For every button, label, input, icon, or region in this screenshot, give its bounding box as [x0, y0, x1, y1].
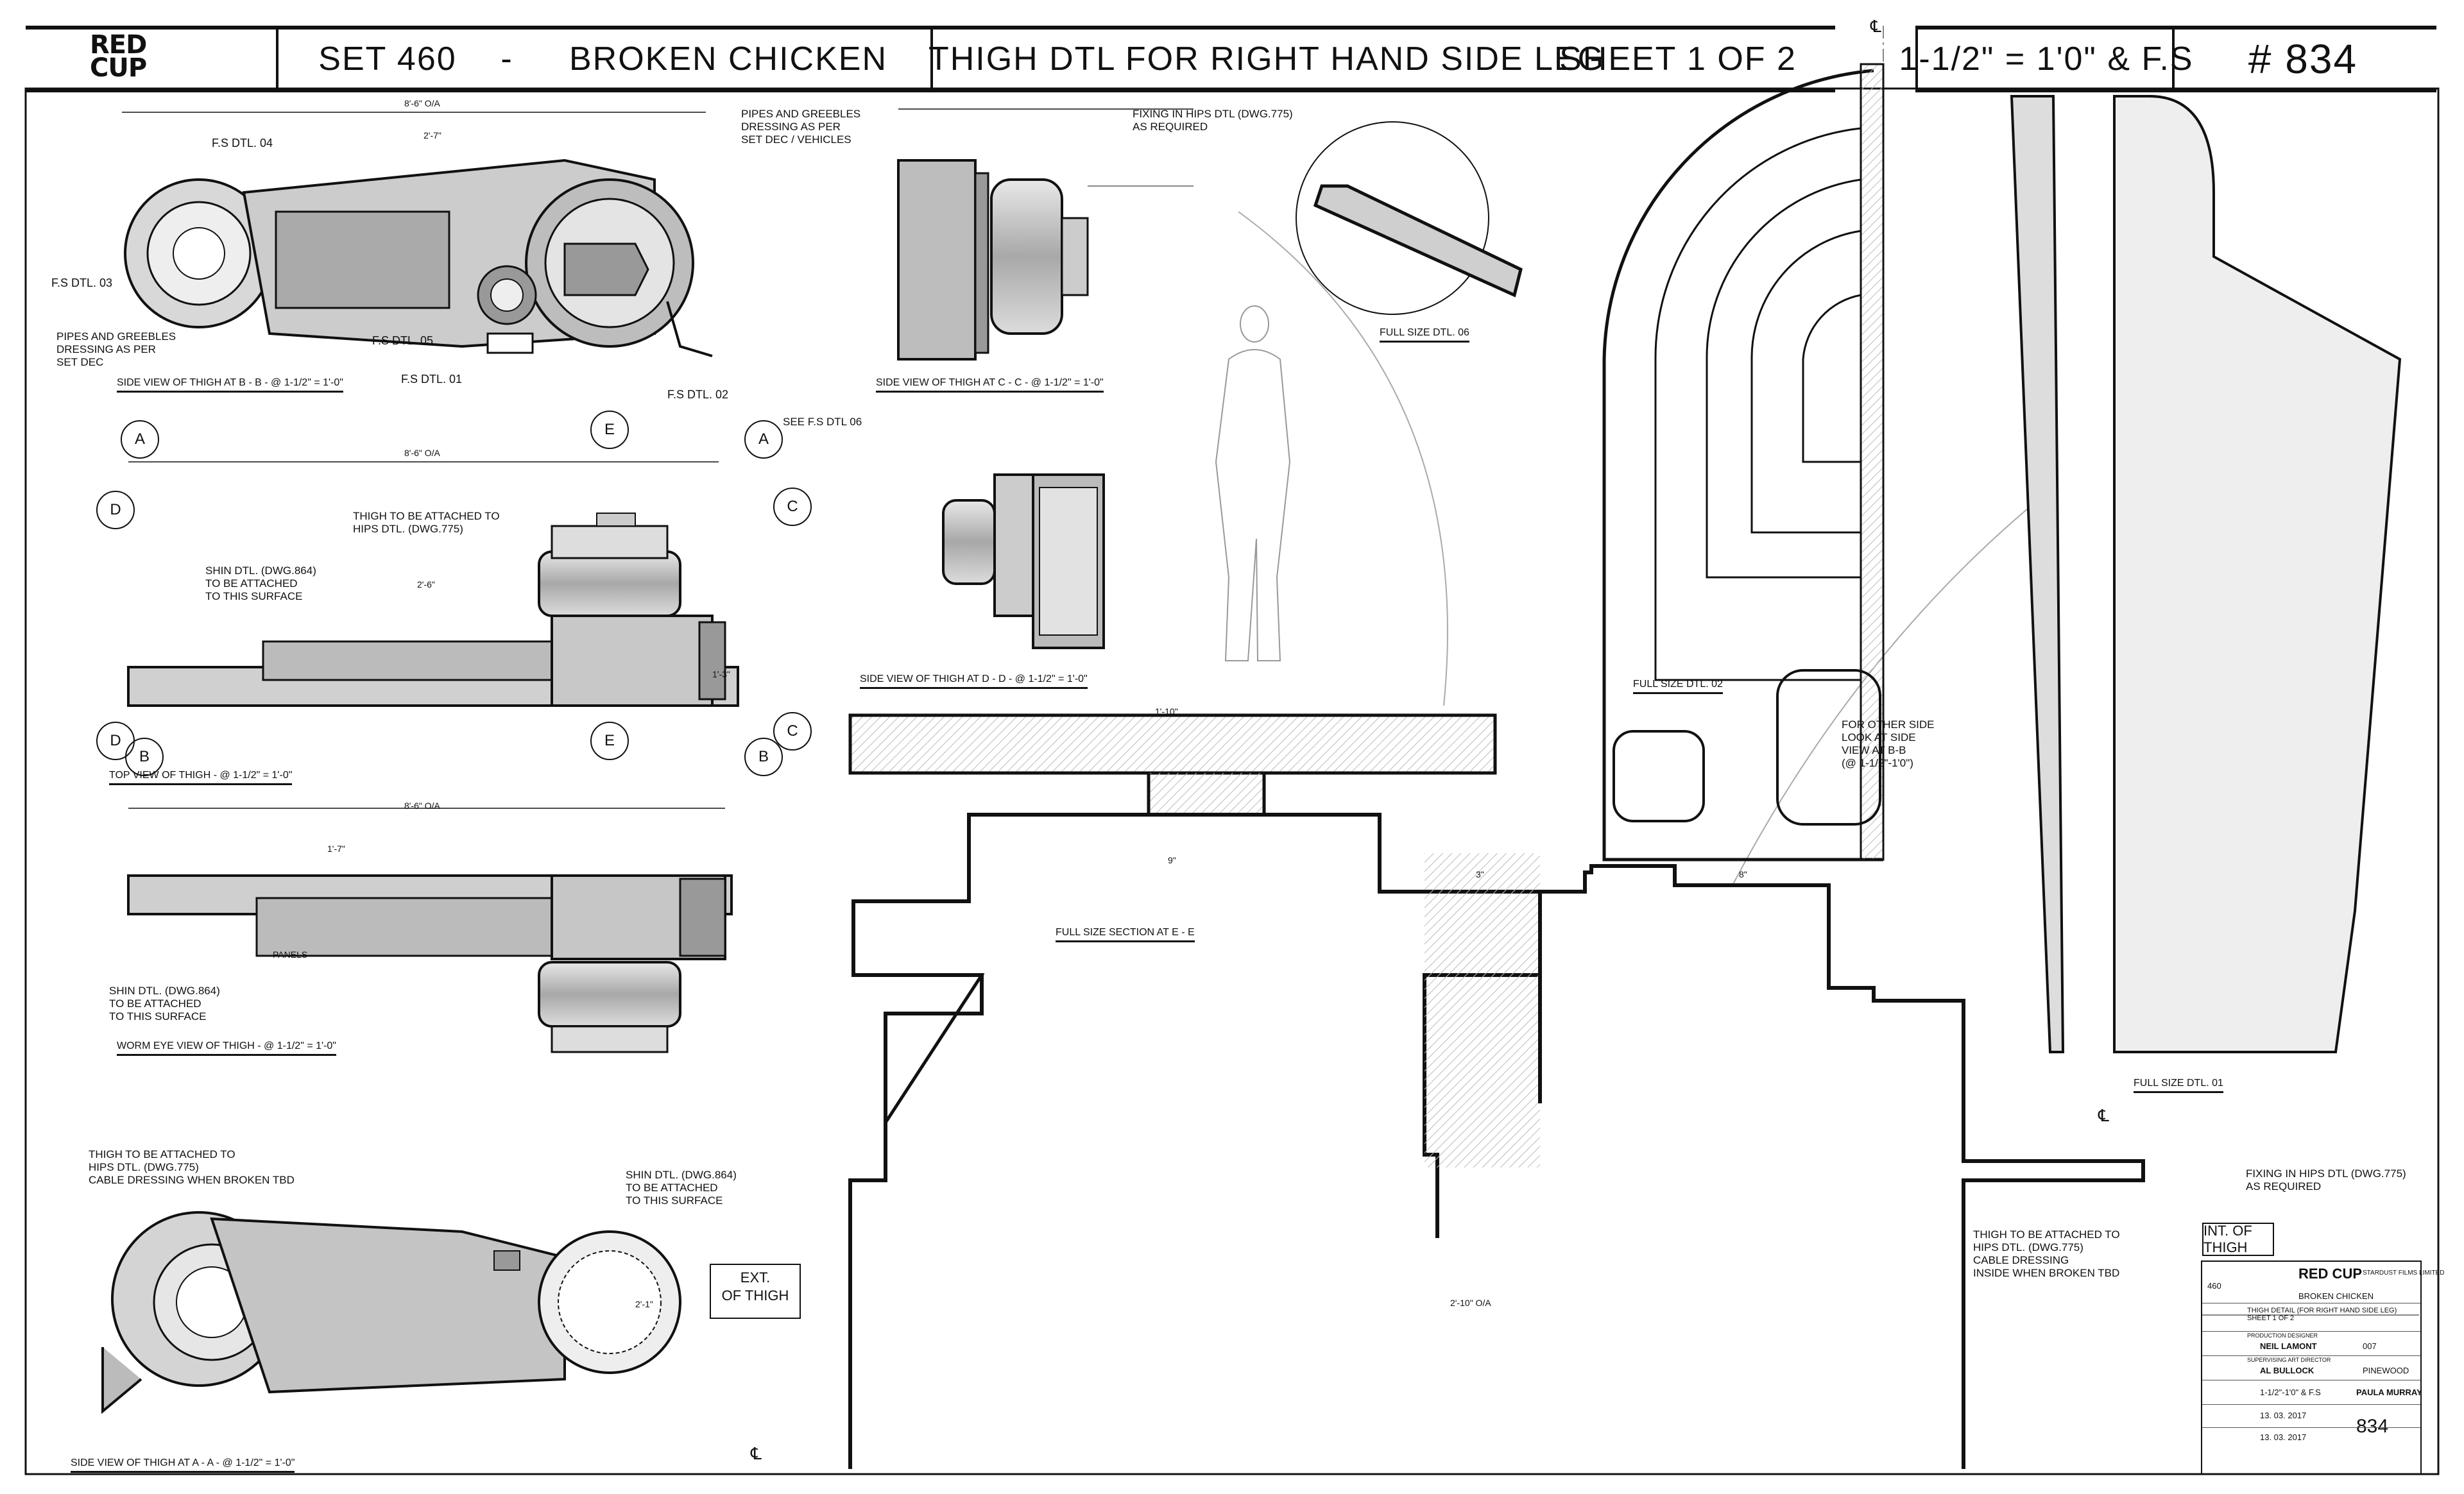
note-thigh-attach-hips: THIGH TO BE ATTACHED TO HIPS DTL. (DWG.7…	[353, 510, 500, 535]
centerline-mark-right: ℄	[2098, 1106, 2109, 1125]
set-number: SET 460	[276, 26, 497, 92]
caption-top-view: TOP VIEW OF THIGH - @ 1-1/2" = 1'-0"	[109, 770, 293, 785]
side-view-dd-drawing	[942, 473, 1105, 649]
drawing-scale: 1-1/2" = 1'0" & F.S	[1899, 26, 2193, 92]
note-see-fs-dtl-06: SEE F.S DTL 06	[783, 416, 862, 428]
header-dash: -	[488, 26, 526, 92]
side-view-cc-drawing	[897, 108, 1194, 361]
dim-3: 3"	[1476, 869, 1484, 879]
fs-detail-02-drawing	[1602, 63, 1885, 862]
note-fixing-hips-right: FIXING IN HIPS DTL (DWG.775) AS REQUIRED	[2246, 1167, 2406, 1193]
section-marker-a-right: A	[744, 420, 783, 459]
red-cup-logo: RED CUP	[90, 30, 212, 83]
dim-1-7: 1'-7"	[327, 844, 345, 854]
note-panels: PANELS	[273, 949, 308, 960]
logo-line-2: CUP	[90, 53, 147, 83]
section-ee-drawing	[848, 713, 2145, 1469]
section-marker-c: C	[773, 488, 812, 526]
dim-7-0-label: 2'-1"	[635, 1299, 653, 1309]
caption-side-view-aa: SIDE VIEW OF THIGH AT A - A - @ 1-1/2" =…	[71, 1457, 295, 1473]
note-pipes-greebles-left: PIPES AND GREEBLES DRESSING AS PER SET D…	[56, 330, 176, 368]
title-block-director-label: SUPERVISING ART DIRECTOR	[2247, 1357, 2331, 1363]
note-pipes-greebles-top: PIPES AND GREEBLES DRESSING AS PER SET D…	[741, 108, 861, 146]
label-fs-dtl-03: F.S DTL. 03	[51, 276, 113, 289]
caption-side-view-dd: SIDE VIEW OF THIGH AT D - D - @ 1-1/2" =…	[860, 674, 1088, 689]
centerline-mark-bottom: ℄	[751, 1444, 762, 1463]
title-block-scale: 1-1/2"-1'0" & F.S	[2260, 1388, 2321, 1397]
sheet-count: SHEET 1 OF 2	[1553, 26, 1803, 92]
worm-eye-view-drawing	[127, 808, 733, 1053]
dim-1-3: 1'-3"	[712, 669, 730, 679]
title-block-stage: 007	[2363, 1341, 2377, 1351]
dim-overall-top: 8'-6" O/A	[404, 448, 440, 458]
caption-side-view-bb: SIDE VIEW OF THIGH AT B - B - @ 1-1/2" =…	[117, 377, 343, 393]
title-block-company: STARDUST FILMS LIMITED	[2363, 1269, 2445, 1277]
title-block-designer-label: PRODUCTION DESIGNER	[2247, 1332, 2318, 1339]
drawing-number: # 834	[2172, 26, 2431, 92]
label-fs-dtl-02: F.S DTL. 02	[667, 388, 729, 401]
note-shin-attach-aa: SHIN DTL. (DWG.864) TO BE ATTACHED TO TH…	[626, 1169, 737, 1207]
caption-side-view-cc: SIDE VIEW OF THIGH AT C - C - @ 1-1/2" =…	[876, 377, 1104, 393]
label-int-of-thigh: INT. OF THIGH	[2202, 1223, 2274, 1256]
dim-2-6: 2'-6"	[417, 579, 435, 590]
section-marker-d: D	[96, 491, 135, 529]
section-marker-e: E	[590, 411, 629, 449]
title-block-designer: NEIL LAMONT	[2260, 1341, 2317, 1351]
section-marker-e-bottom: E	[590, 722, 629, 760]
human-scale-figure	[1215, 305, 1291, 661]
sheet-detail-title: THIGH DTL FOR RIGHT HAND SIDE LEG	[928, 26, 1604, 92]
title-block: RED CUP STARDUST FILMS LIMITED 460 BROKE…	[2201, 1261, 2444, 1475]
label-fs-dtl-05: F.S DTL. 05	[372, 334, 434, 347]
title-block-director: AL BULLOCK	[2260, 1366, 2314, 1375]
note-thigh-attach-inside: THIGH TO BE ATTACHED TO HIPS DTL. (DWG.7…	[1973, 1228, 2120, 1279]
title-block-set-no: 460	[2207, 1281, 2221, 1291]
title-block-date-1: 13. 03. 2017	[2260, 1411, 2307, 1420]
title-block-detail: THIGH DETAIL (FOR RIGHT HAND SIDE LEG) S…	[2247, 1307, 2397, 1322]
section-marker-b: B	[125, 738, 164, 776]
side-view-aa-drawing	[101, 1211, 681, 1414]
label-fs-dtl-01: F.S DTL. 01	[401, 373, 463, 386]
side-view-bb-drawing	[122, 112, 713, 357]
logo-line-1: RED	[90, 30, 147, 60]
note-fixing-hips: FIXING IN HIPS DTL (DWG.775) AS REQUIRED	[1133, 108, 1293, 133]
label-ext-of-thigh: EXT. OF THIGH	[710, 1264, 801, 1319]
note-shin-attach-top: SHIN DTL. (DWG.864) TO BE ATTACHED TO TH…	[205, 564, 316, 602]
caption-worm-eye-view: WORM EYE VIEW OF THIGH - @ 1-1/2" = 1'-0…	[117, 1040, 336, 1056]
centerline-mark-top: ℄	[1870, 17, 1881, 36]
dim-8: 8"	[1739, 869, 1747, 879]
set-title: BROKEN CHICKEN	[526, 26, 930, 92]
note-other-side: FOR OTHER SIDE LOOK AT SIDE VIEW AT B-B …	[1842, 718, 1935, 769]
dim-9: 9"	[1168, 855, 1176, 865]
section-marker-a: A	[121, 420, 159, 459]
top-view-drawing	[127, 461, 739, 707]
dim-2-10-oa: 2'-10" O/A	[1450, 1298, 1491, 1308]
dim-2-7: 2'-7"	[424, 130, 441, 140]
section-marker-c-bottom: C	[773, 712, 812, 751]
dim-overall-worm: 8'-6" O/A	[404, 801, 440, 811]
dim-overall-bb: 8'-6" O/A	[404, 98, 440, 108]
caption-fs-detail-06: FULL SIZE DTL. 06	[1380, 327, 1469, 343]
caption-fs-detail-02: FULL SIZE DTL. 02	[1633, 679, 1723, 694]
caption-section-ee: FULL SIZE SECTION AT E - E	[1056, 927, 1195, 942]
title-block-drawn-by: PAULA MURRAY	[2356, 1388, 2422, 1397]
title-block-drawing-no: 834	[2356, 1416, 2389, 1437]
note-thigh-attach-cable: THIGH TO BE ATTACHED TO HIPS DTL. (DWG.7…	[89, 1148, 295, 1186]
title-block-location: PINEWOOD	[2363, 1366, 2409, 1375]
title-block-set-name: BROKEN CHICKEN	[2298, 1291, 2374, 1301]
fs-detail-01-drawing	[2010, 95, 2402, 1053]
title-block-logo: RED CUP	[2298, 1266, 2363, 1282]
title-block-date-2: 13. 03. 2017	[2260, 1432, 2307, 1442]
caption-fs-detail-01: FULL SIZE DTL. 01	[2134, 1078, 2223, 1093]
note-shin-attach-worm: SHIN DTL. (DWG.864) TO BE ATTACHED TO TH…	[109, 985, 220, 1023]
fs-detail-06-drawing	[1296, 121, 1523, 315]
dim-1-10: 1'-10"	[1155, 706, 1178, 717]
section-marker-b-right: B	[744, 738, 783, 776]
label-fs-dtl-04: F.S DTL. 04	[212, 137, 273, 149]
